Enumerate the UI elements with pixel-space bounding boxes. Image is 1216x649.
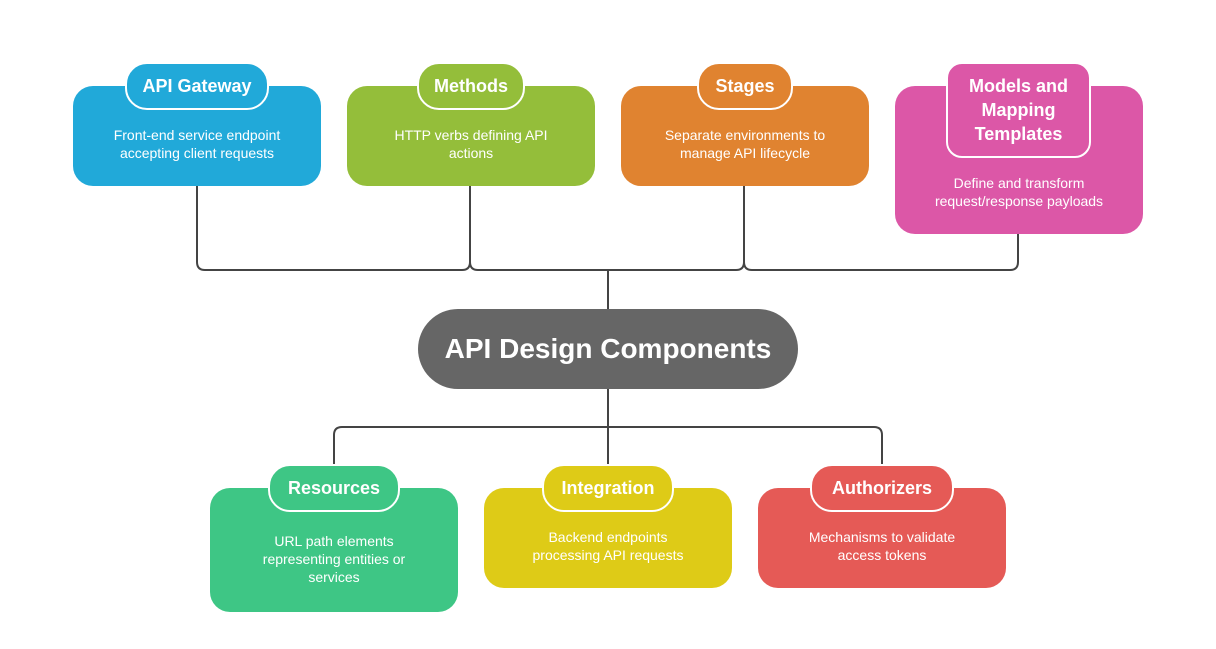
card-description: URL path elements representing entities … <box>262 533 406 585</box>
card-description: Mechanisms to validate access tokens <box>808 529 956 563</box>
card-title-integration: Integration <box>542 464 674 512</box>
connector-api-gateway <box>196 186 471 271</box>
card-description: HTTP verbs defining API actions <box>394 127 548 161</box>
card-description: Backend endpoints processing API request… <box>532 529 684 563</box>
card-description: Separate environments to manage API life… <box>664 127 826 161</box>
card-stages: Separate environments to manage API life… <box>621 86 869 186</box>
card-title-resources: Resources <box>268 464 400 512</box>
connector-bottom-branch <box>333 426 883 465</box>
card-description: Define and transform request/response pa… <box>934 175 1104 209</box>
card-description: Front-end service endpoint accepting cli… <box>113 127 281 161</box>
card-title-stages: Stages <box>697 62 793 110</box>
card-api-gateway: Front-end service endpoint accepting cli… <box>73 86 321 186</box>
card-integration: Backend endpoints processing API request… <box>484 488 732 588</box>
center-node-title: API Design Components <box>418 309 798 389</box>
card-title-api-gateway: API Gateway <box>125 62 269 110</box>
card-title-methods: Methods <box>417 62 525 110</box>
card-title-models-mapping-templates: Models and Mapping Templates <box>946 62 1091 158</box>
connector-models <box>743 234 1019 271</box>
card-title-authorizers: Authorizers <box>810 464 954 512</box>
connector-methods-stages <box>469 186 745 271</box>
